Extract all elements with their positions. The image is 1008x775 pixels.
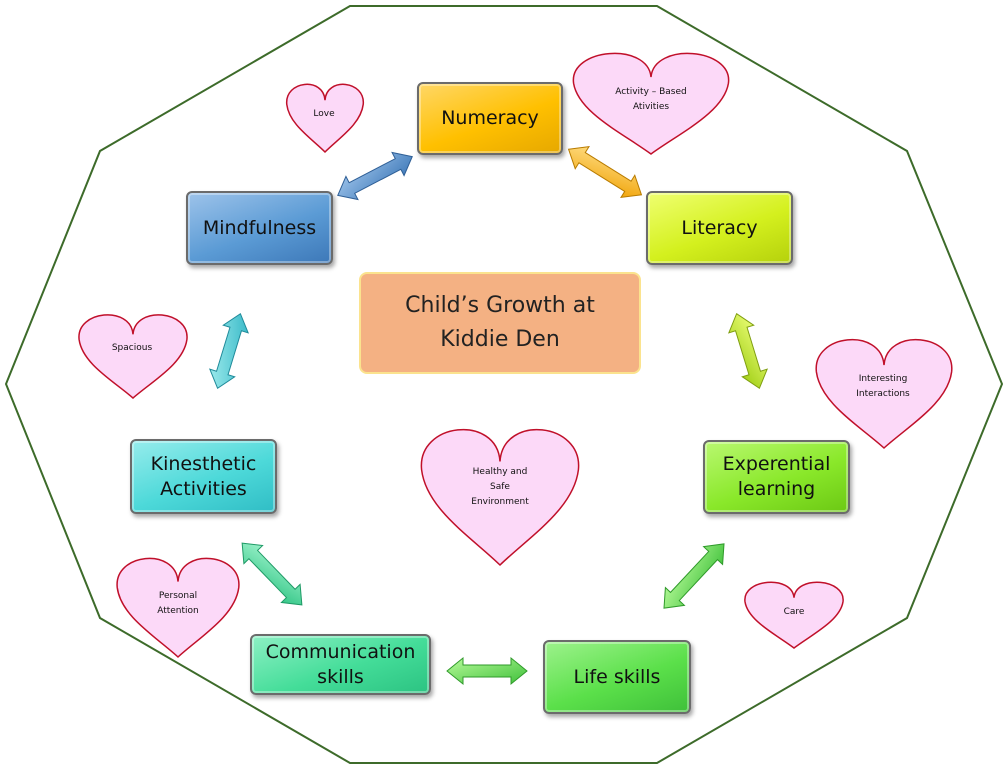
center-title-box: Child’s Growth at Kiddie Den (359, 272, 641, 374)
heart-care (744, 581, 844, 649)
heart-spacious (78, 314, 188, 399)
heart-label-love: Love (313, 109, 335, 119)
heart-label-care: Care (783, 607, 805, 617)
heart-interesting (815, 338, 953, 450)
node-numeracy-label: Numeracy (441, 107, 539, 129)
heart-love (286, 83, 364, 154)
node-kinesthetic: Kinesthetic Activities (130, 439, 277, 514)
node-numeracy: Numeracy (417, 82, 563, 155)
node-communication-label: Communication skills (265, 640, 416, 688)
node-kinesthetic-label: Kinesthetic Activities (150, 452, 257, 500)
hearts-layer (78, 52, 953, 659)
arrow-literacy-experiential (727, 312, 769, 390)
node-literacy: Literacy (646, 191, 793, 265)
node-mindfulness: Mindfulness (186, 191, 333, 265)
node-literacy-label: Literacy (681, 216, 758, 239)
node-experiential: Experential learning (703, 440, 850, 514)
node-life-skills: Life skills (543, 640, 691, 714)
heart-label-interesting: Interesting Interactions (856, 374, 910, 399)
heart-label-personal: Personal Attention (157, 591, 199, 616)
center-title: Child’s Growth at Kiddie Den (405, 293, 595, 352)
node-experiential-label: Experential learning (722, 453, 831, 500)
heart-activity-based (572, 52, 730, 155)
arrow-lifeskills-communication (446, 656, 528, 686)
heart-healthy (420, 428, 580, 567)
heart-label-healthy: Healthy and Safe Environment (471, 467, 529, 507)
node-life-skills-label: Life skills (573, 665, 661, 688)
arrow-numeracy-literacy (567, 146, 643, 198)
arrow-communication-kinesthetic (241, 542, 303, 606)
arrow-experiential-lifeskills (663, 543, 725, 609)
node-mindfulness-label: Mindfulness (202, 216, 317, 239)
arrow-mindfulness-numeracy (337, 151, 413, 201)
node-communication: Communication skills (250, 634, 431, 695)
heart-personal (116, 557, 240, 659)
heart-label-activity-based: Activity – Based Ativities (615, 87, 687, 112)
arrow-kinesthetic-mindfulness (208, 312, 250, 390)
heart-label-spacious: Spacious (111, 343, 153, 353)
